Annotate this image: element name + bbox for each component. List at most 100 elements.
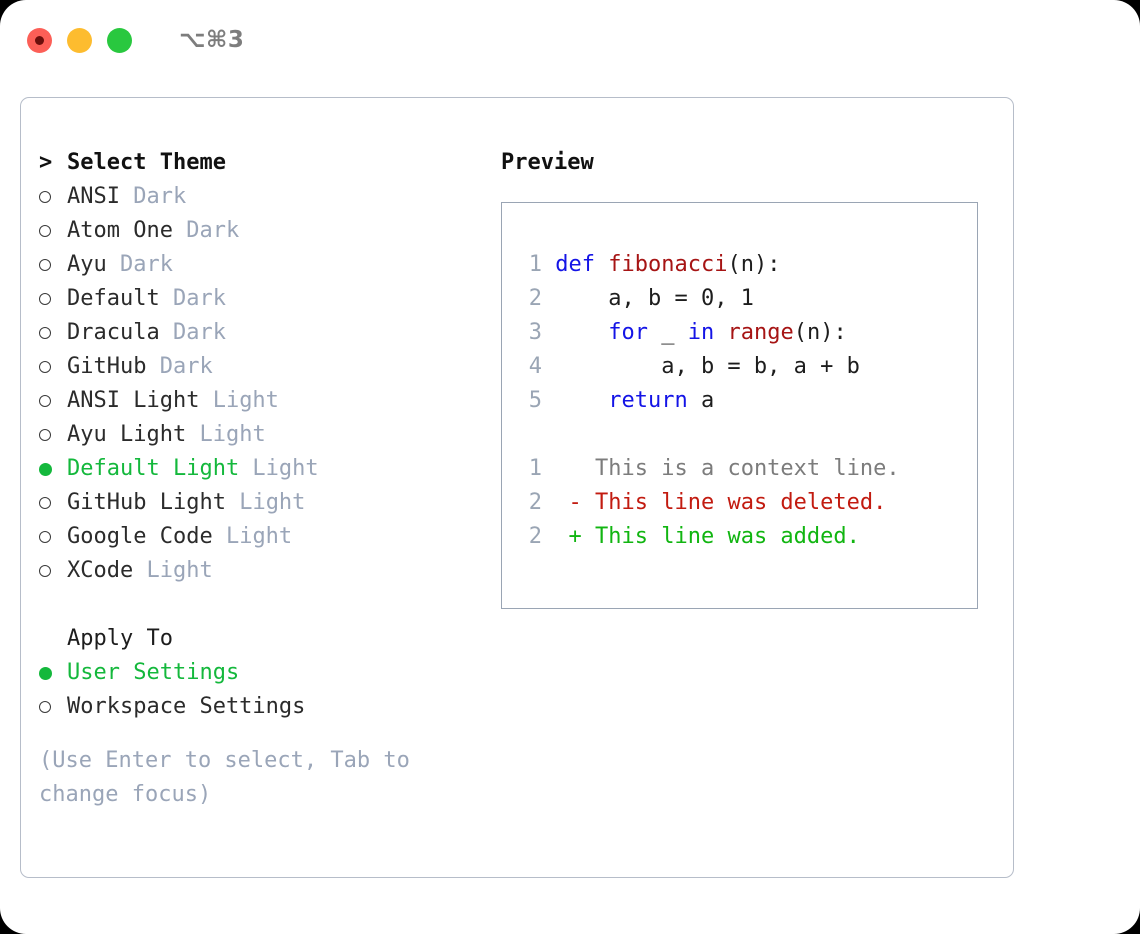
title-bar: ⌥⌘3 <box>0 0 1140 80</box>
theme-radio <box>39 191 67 203</box>
line-number: 2 <box>528 490 542 515</box>
code-line: 3 for _ in range(n): <box>516 316 900 350</box>
theme-variant-tag: Dark <box>119 184 187 209</box>
diff-marker: + <box>568 524 595 549</box>
diff-text: This is a context line. <box>595 456 900 481</box>
minimize-button[interactable] <box>67 27 92 53</box>
line-number: 5 <box>528 388 542 413</box>
theme-variant-tag: Dark <box>159 286 226 311</box>
diff-text: This line was added. <box>595 524 860 549</box>
theme-radio-selected <box>39 462 67 476</box>
window-controls <box>27 27 132 53</box>
theme-name: Ayu <box>67 252 107 277</box>
theme-variant-tag: Light <box>186 422 266 447</box>
line-number: 2 <box>528 524 542 549</box>
theme-list-item[interactable]: GitHub Light Light <box>39 486 499 520</box>
radio-empty-icon <box>39 225 51 237</box>
close-button[interactable] <box>27 27 52 53</box>
theme-variant-tag: Dark <box>146 354 213 379</box>
code-token-plain: (n): <box>793 320 847 345</box>
code-sample: 1 def fibonacci (n): 2 a, b = 0, 1 3 for _ … <box>516 248 900 554</box>
radio-empty-icon <box>39 531 51 543</box>
diff-line: 2 - This line was deleted. <box>516 486 900 520</box>
code-token-plain: a, b = 0, 1 <box>555 286 754 311</box>
maximize-button[interactable] <box>107 27 132 53</box>
theme-name: GitHub Light <box>67 490 226 515</box>
theme-variant-tag: Light <box>133 558 213 583</box>
theme-radio <box>39 531 67 543</box>
page-title: Select Theme <box>67 150 226 175</box>
code-token-plain: a, b = b, a + b <box>555 354 860 379</box>
apply-to-option-label: Workspace Settings <box>67 694 306 719</box>
apply-to-option[interactable]: Workspace Settings <box>39 690 499 724</box>
line-number: 4 <box>528 354 542 379</box>
theme-radio <box>39 327 67 339</box>
theme-radio <box>39 395 67 407</box>
theme-list-item[interactable]: GitHub Dark <box>39 350 499 384</box>
theme-radio <box>39 259 67 271</box>
radio-empty-icon <box>39 293 51 305</box>
code-token-plain <box>555 388 608 413</box>
radio-empty-icon <box>39 701 51 713</box>
theme-name: Atom One <box>67 218 173 243</box>
theme-name: GitHub <box>67 354 147 379</box>
theme-name: ANSI Light <box>67 388 200 413</box>
theme-variant-tag: Light <box>212 524 293 549</box>
theme-list-item[interactable]: Dracula Dark <box>39 316 499 350</box>
code-token-plain <box>555 320 608 345</box>
line-number: 2 <box>528 286 542 311</box>
preview-panel: Preview 1 def fibonacci(n):2 a, b = 0, 1… <box>501 146 1001 609</box>
theme-name: Dracula <box>67 320 160 345</box>
recording-dot-icon <box>35 35 44 45</box>
theme-list-item[interactable]: ANSI Light Light <box>39 384 499 418</box>
theme-panel-title: > Select Theme <box>39 146 499 180</box>
radio-empty-icon <box>39 191 51 203</box>
theme-list-item[interactable]: Ayu Light Light <box>39 418 499 452</box>
line-number: 1 <box>528 252 542 277</box>
theme-variant-tag: Light <box>199 388 279 413</box>
line-number: 3 <box>528 320 542 345</box>
code-token-fn: fibonacci <box>608 252 728 277</box>
radio-empty-icon <box>39 497 51 509</box>
theme-list-item[interactable]: XCode Light <box>39 554 499 588</box>
theme-radio <box>39 497 67 509</box>
code-token-plain: a <box>687 388 715 413</box>
theme-list-item[interactable]: Google Code Light <box>39 520 499 554</box>
theme-name: ANSI <box>67 184 120 209</box>
theme-name: Google Code <box>67 524 213 549</box>
theme-radio <box>39 361 67 373</box>
apply-to-option-label: User Settings <box>67 660 240 685</box>
code-blank-line <box>516 418 900 452</box>
code-token-fn: range <box>727 320 794 345</box>
theme-radio <box>39 293 67 305</box>
theme-name: Ayu Light <box>67 422 187 447</box>
radio-empty-icon <box>39 565 51 577</box>
apply-to-title: Apply To <box>39 622 499 656</box>
radio-empty-icon <box>39 259 51 271</box>
radio-selected-icon <box>39 462 52 476</box>
apply-to-option[interactable]: User Settings <box>39 656 499 690</box>
apply-radio-selected <box>39 666 67 680</box>
keyboard-hint: (Use Enter to select, Tab to change focu… <box>39 748 424 807</box>
shortcut-label: ⌥⌘3 <box>179 27 245 53</box>
theme-list-item[interactable]: Default Dark <box>39 282 499 316</box>
theme-list-item[interactable]: Ayu Dark <box>39 248 499 282</box>
theme-list-item[interactable]: ANSI Dark <box>39 180 499 214</box>
theme-variant-tag: Dark <box>106 252 173 277</box>
diff-line: 2 + This line was added. <box>516 520 900 554</box>
theme-variant-tag: Light <box>225 490 306 515</box>
code-token-plain <box>714 320 727 345</box>
theme-list-item[interactable]: Atom One Dark <box>39 214 499 248</box>
diff-marker <box>569 456 596 481</box>
theme-radio <box>39 565 67 577</box>
theme-list-item[interactable]: Default Light Light <box>39 452 499 486</box>
theme-variant-tag: Dark <box>159 320 226 345</box>
code-token-kw: def <box>555 252 609 277</box>
code-token-kw: in <box>687 320 715 345</box>
radio-empty-icon <box>39 429 51 441</box>
